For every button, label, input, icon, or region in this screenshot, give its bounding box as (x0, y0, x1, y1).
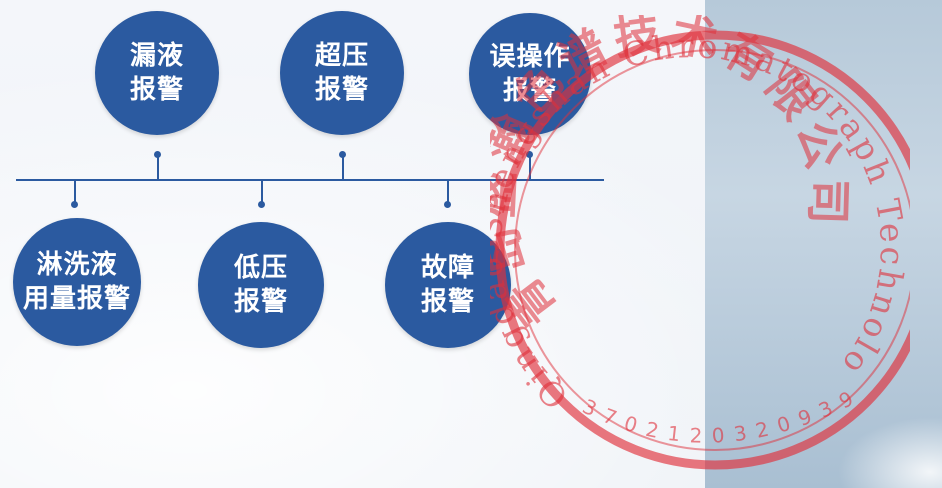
stem-lowpressure (261, 180, 263, 205)
node-label-line2: 用量报警 (22, 284, 131, 314)
stem-fault (447, 180, 449, 205)
stem-leak (157, 155, 159, 180)
node-label-line1: 超压 (314, 41, 369, 71)
dot-lowpressure (258, 201, 265, 208)
dot-fault (444, 201, 451, 208)
node-label-line2: 报警 (502, 76, 557, 106)
node-misoperation-alarm: 误操作 报警 (469, 13, 591, 135)
node-label-line2: 报警 (314, 75, 369, 105)
dot-eluent (71, 201, 78, 208)
node-overpressure-alarm: 超压 报警 (280, 11, 404, 135)
node-label-line1: 故障 (420, 253, 475, 283)
stem-overpressure (342, 155, 344, 180)
timeline-line (16, 179, 604, 181)
node-label-line2: 报警 (129, 75, 184, 105)
node-fault-alarm: 故障 报警 (385, 222, 511, 348)
node-label-line1: 漏液 (129, 41, 184, 71)
node-label-line1: 低压 (233, 253, 288, 283)
node-lowpressure-alarm: 低压 报警 (198, 222, 324, 348)
company-seal: Qingdao Shengshan Chromatograph Technolo… (490, 15, 910, 470)
node-label-line1: 淋洗液 (36, 250, 118, 280)
dot-leak (154, 151, 161, 158)
node-label-line1: 误操作 (489, 42, 571, 72)
dot-overpressure (339, 151, 346, 158)
node-leak-alarm: 漏液 报警 (95, 11, 219, 135)
node-label-line2: 报警 (420, 287, 475, 317)
node-eluent-usage-alarm: 淋洗液 用量报警 (13, 218, 141, 346)
stem-eluent (74, 180, 76, 205)
node-label-line2: 报警 (233, 287, 288, 317)
stem-misoperation (529, 155, 531, 180)
dot-misoperation (526, 151, 533, 158)
